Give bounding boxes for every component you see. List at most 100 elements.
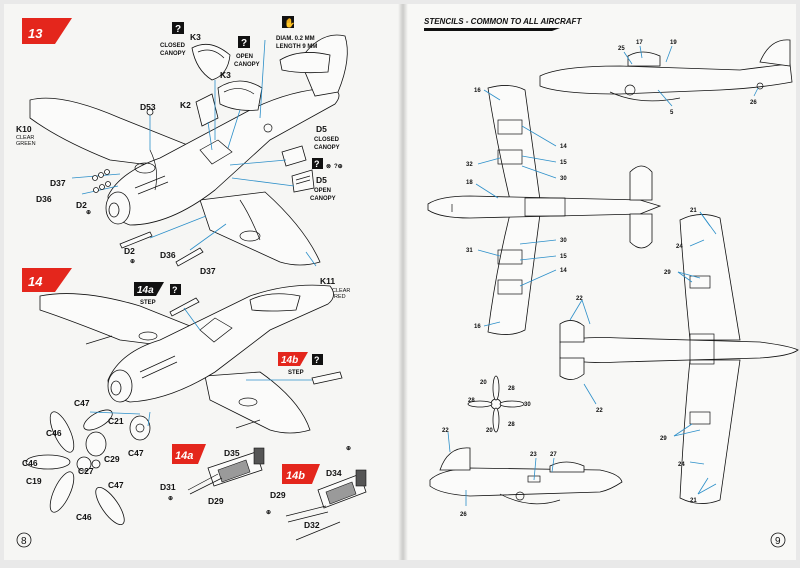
label-c47c: C47 [108, 480, 124, 490]
label-4: 20 [486, 428, 493, 434]
question-icon: ? [175, 24, 181, 35]
plan-view-aircraft [427, 85, 662, 335]
propeller-labels: C47 C21 C46 C47 C29 C27 C46 C19 C47 C46 [22, 398, 144, 522]
label-0: 20 [480, 380, 487, 386]
step-14-number: 14 [28, 274, 43, 289]
label-0: 22 [442, 428, 449, 434]
label-4: 26 [750, 100, 757, 106]
label-c46a: C46 [46, 428, 62, 438]
label-k11: K11 [320, 276, 335, 286]
page-gutter [398, 4, 408, 560]
question-icon: ? [172, 285, 178, 295]
stencil-callouts-under: 21 24 29 22 22 29 24 21 [576, 208, 697, 504]
step-13-guide-lines [71, 39, 317, 267]
label-length: LENGTH 9 MM [276, 44, 317, 50]
label-d35: D35 [224, 448, 240, 458]
stencil-callouts-prop: 20 28 28 30 20 28 [468, 380, 531, 434]
label-0: 21 [690, 208, 697, 214]
svg-text:CLOSED: CLOSED [314, 137, 340, 143]
step-14-aircraft [39, 284, 334, 434]
label-badge: 14a [175, 450, 193, 462]
stencil-callouts-side-top: 25 17 19 5 26 [618, 40, 757, 116]
label-9: 14 [560, 268, 567, 274]
page-number-left: 8 [16, 532, 32, 548]
label-5: 18 [466, 180, 473, 186]
svg-text:CANOPY: CANOPY [234, 62, 260, 68]
step-13-aircraft [29, 34, 348, 266]
stencils-heading: STENCILS - COMMON TO ALL AIRCRAFT [424, 17, 582, 31]
label-2: 29 [664, 270, 671, 276]
step-13-small-parts [92, 108, 204, 267]
label-1: 28 [508, 386, 515, 392]
label-sub-b: 14b [281, 355, 298, 366]
label-k3-closed: K3 [190, 32, 201, 42]
propeller-parts [25, 409, 151, 525]
page-number-right: 9 [770, 532, 786, 548]
label-3: 26 [460, 512, 467, 518]
question-icon: ? [314, 355, 320, 365]
prop-front-view [467, 375, 525, 433]
label-3: 15 [560, 160, 567, 166]
label-d53: D53 [140, 102, 156, 112]
step-13-canopy-parts [191, 43, 315, 193]
detail-14b: 14b D34 D29 D32 ⊕ ⊕ [266, 446, 367, 541]
svg-text:⊕: ⊕ [168, 496, 173, 502]
label-page-number: 8 [21, 536, 27, 547]
label-c47a: C47 [74, 398, 90, 408]
stencil-leader-lines [447, 45, 759, 506]
svg-text:CLEAR: CLEAR [16, 135, 34, 141]
svg-text:OPEN: OPEN [314, 188, 331, 194]
label-heading: STENCILS - COMMON TO ALL AIRCRAFT [424, 17, 582, 26]
label-badge: 14b [286, 470, 305, 482]
label-k10: K10 [16, 124, 32, 134]
label-step-word: STEP [140, 300, 156, 306]
step-13-labels: ? K3 CLOSED CANOPY ? OPEN CANOPY K3 K2 D… [16, 16, 350, 300]
svg-text:GREEN: GREEN [16, 141, 36, 147]
label-d5-open: D5 [316, 175, 327, 185]
label-d29: D29 [208, 496, 224, 506]
svg-text:⊕: ⊕ [266, 510, 271, 516]
label-c47b: C47 [128, 448, 144, 458]
svg-text:⊕: ⊕ [86, 210, 91, 216]
label-4: 30 [560, 176, 567, 182]
step-14-substeps: 14a STEP ? 14b STEP ? [134, 282, 343, 385]
svg-text:OPEN: OPEN [236, 54, 253, 60]
label-6: 24 [678, 462, 685, 468]
label-7: 21 [690, 498, 697, 504]
side-view-bottom [429, 447, 623, 505]
label-c21: C21 [108, 416, 124, 426]
label-3: 22 [576, 296, 583, 302]
label-step-word: STEP [288, 370, 304, 376]
svg-text:CANOPY: CANOPY [310, 196, 336, 202]
label-d2b: D2 [124, 246, 135, 256]
svg-text:CLEAR: CLEAR [332, 288, 350, 294]
svg-text:CANOPY: CANOPY [160, 51, 186, 57]
under-view-aircraft [559, 214, 799, 504]
label-4: 22 [596, 408, 603, 414]
label-k2: K2 [180, 100, 191, 110]
label-d37a: D37 [50, 178, 66, 188]
label-sub-a: 14a [137, 285, 154, 296]
label-6: 30 [560, 238, 567, 244]
label-2: 32 [466, 162, 473, 168]
question-icon: ? [314, 159, 320, 169]
label-d5-closed: D5 [316, 124, 327, 134]
label-0: 25 [618, 46, 625, 52]
step-13-badge: 13 [22, 18, 72, 44]
label-1: 23 [530, 452, 537, 458]
label-k3-open: K3 [220, 70, 231, 80]
label-3: 30 [524, 402, 531, 408]
question-icon: ? [241, 38, 247, 49]
label-2: 19 [670, 40, 677, 46]
label-c19: C19 [26, 476, 42, 486]
svg-text:CANOPY: CANOPY [314, 145, 340, 151]
label-1: 24 [676, 244, 683, 250]
label-c29: C29 [104, 454, 120, 464]
label-c46b: C46 [22, 458, 38, 468]
label-0: 16 [474, 88, 481, 94]
label-c27: C27 [78, 466, 94, 476]
label-10: 16 [474, 324, 481, 330]
label-d36b: D36 [160, 250, 176, 260]
